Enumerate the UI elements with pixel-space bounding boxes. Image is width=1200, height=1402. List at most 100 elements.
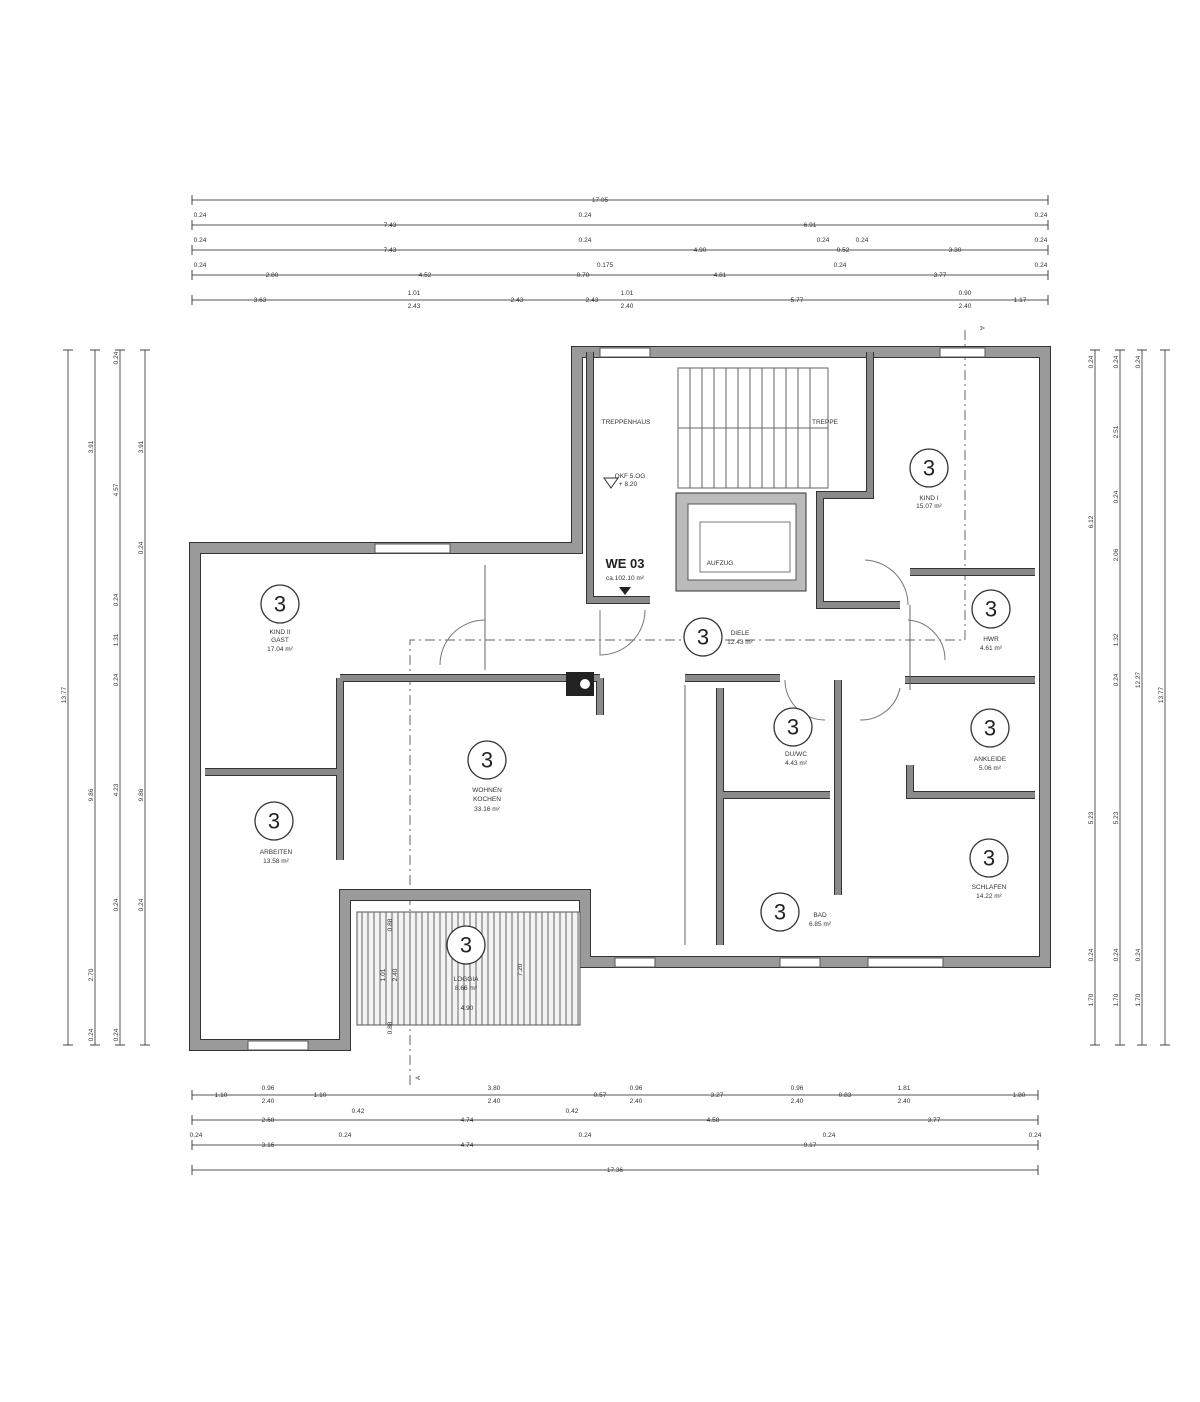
dimension-label: 1.81 <box>898 1085 911 1092</box>
dimension-label: 4.23 <box>113 783 120 796</box>
room-name: KIND I <box>919 495 938 502</box>
dimension-label: 0.24 <box>1113 355 1120 368</box>
stairwell-label: TREPPENHAUS <box>602 419 651 426</box>
dimension-label: 1.10 <box>314 1092 327 1099</box>
unit-label: WE 03 ca.102.10 m² <box>605 556 645 595</box>
room-name: SCHLAFEN <box>972 884 1007 891</box>
dimension-chain: 0.247.430.244.900.240.520.243.300.24 <box>191 237 1049 255</box>
room-area: 33.16 m² <box>474 806 500 813</box>
dimension-label: 5.23 <box>1088 811 1095 824</box>
dimension-label: 0.24 <box>1088 948 1095 961</box>
dimension-label: 1.70 <box>1088 993 1095 1006</box>
dimension-label: 6.12 <box>1088 515 1095 528</box>
room-area: 15.07 m² <box>916 503 942 510</box>
room-diele: 3 DIELE 12.43 m² <box>683 617 754 657</box>
dimension-label: 0.24 <box>138 898 145 911</box>
dimension-label: 9.86 <box>138 788 145 801</box>
dimension-label: 3.91 <box>88 440 95 453</box>
room-name: BAD <box>813 912 827 919</box>
dimension-chain: 17.05 <box>191 195 1049 205</box>
room-number: 3 <box>774 900 786 925</box>
dimension-label: 3.77 <box>934 272 947 279</box>
dimension-label: 1.01 <box>621 290 634 297</box>
room-name: DIELE <box>731 630 750 637</box>
room-hwr: 3 HWR 4.61 m² <box>971 589 1011 652</box>
dimension-chain: 0.242.510.242.061.320.245.230.241.70 <box>1113 349 1125 1046</box>
dimension-label: 0.96 <box>262 1085 275 1092</box>
stairs-label: TREPPE <box>812 419 839 426</box>
room-name: ARBEITEN <box>260 849 293 856</box>
dimension-label: 2.40 <box>262 1098 275 1105</box>
dimension-chains: 17.050.247.430.246.910.240.247.430.244.9… <box>61 195 1170 1175</box>
dimension-label: 4.90 <box>694 247 707 254</box>
dimension-label: 0.42 <box>352 1108 365 1115</box>
dimension-label: 0.24 <box>823 1132 836 1139</box>
dimension-label: 2.40 <box>791 1098 804 1105</box>
loggia-dim: 1.01 <box>380 968 387 981</box>
dimension-label: 0.24 <box>113 673 120 686</box>
dimension-label: 2.40 <box>959 303 972 310</box>
exterior-walls <box>189 346 1051 1051</box>
dimension-label: 0.24 <box>1029 1132 1042 1139</box>
dimension-label: 2.51 <box>1113 425 1120 438</box>
dimension-label: 5.77 <box>791 297 804 304</box>
dimension-label: 0.24 <box>579 212 592 219</box>
room-area: 14.22 m² <box>976 893 1002 900</box>
dimension-chain: 0.247.430.246.910.24 <box>191 212 1049 230</box>
dimension-label: 4.74 <box>461 1142 474 1149</box>
dimension-chain: 1.100.962.401.103.802.400.570.962.403.27… <box>191 1085 1039 1105</box>
dimension-label: 2.43 <box>408 303 421 310</box>
dimension-label: 0.52 <box>837 247 850 254</box>
elevator-label: AUFZUG <box>707 560 734 567</box>
room-area: 12.43 m² <box>727 639 753 646</box>
room-name: WOHNEN <box>472 787 502 794</box>
dimension-label: 0.70 <box>577 272 590 279</box>
doors <box>439 559 946 721</box>
room-number: 3 <box>460 933 472 958</box>
room-schlafen: 3 SCHLAFEN 14.22 m² <box>969 838 1009 900</box>
loggia-dim: 0.88 <box>387 1021 394 1034</box>
windows <box>247 347 986 1051</box>
dimension-label: 0.24 <box>579 1132 592 1139</box>
dimension-label: 12.27 <box>1135 671 1142 688</box>
dimension-label: 0.24 <box>138 541 145 554</box>
dimension-label: 0.57 <box>594 1092 607 1099</box>
dimension-label: 0.24 <box>113 1028 120 1041</box>
dimension-label: 1.32 <box>1113 633 1120 646</box>
dimension-chain: 13.77 <box>1158 349 1170 1046</box>
level-value: + 8.20 <box>619 481 638 488</box>
room-name: KIND II <box>270 629 291 636</box>
dimension-label: 0.24 <box>113 898 120 911</box>
dimension-label: 9.17 <box>804 1142 817 1149</box>
dimension-label: 2.40 <box>488 1098 501 1105</box>
dimension-label: 0.24 <box>113 351 120 364</box>
room-name: DU/WC <box>785 751 807 758</box>
stairs <box>677 367 829 489</box>
dimension-label: 0.24 <box>817 237 830 244</box>
dimension-label: 17.05 <box>592 197 609 204</box>
dimension-chain: 13.77 <box>61 349 73 1046</box>
dimension-label: 0.96 <box>791 1085 804 1092</box>
dimension-label: 0.24 <box>856 237 869 244</box>
room-name: LOGGIA <box>454 976 480 983</box>
room-wohnen-kochen: 3 WOHNEN KOCHEN 33.16 m² <box>467 740 507 813</box>
dimension-label: 0.24 <box>1113 490 1120 503</box>
room-name: GAST <box>271 637 289 644</box>
dimension-label: 0.96 <box>630 1085 643 1092</box>
room-kind-1: 3 KIND I 15.07 m² <box>909 448 949 510</box>
dimension-chain: 0.244.570.241.310.244.230.240.24 <box>113 349 125 1046</box>
dimension-label: 0.42 <box>566 1108 579 1115</box>
dimension-label: 0.24 <box>339 1132 352 1139</box>
level-marker: OKF 5.OG + 8.20 <box>603 473 645 489</box>
dimension-label: 2.06 <box>1113 548 1120 561</box>
room-area: 13.58 m² <box>263 858 289 865</box>
dimension-label: 2.80 <box>266 272 279 279</box>
room-area: 8.66 m² <box>455 985 478 992</box>
dimension-label: 4.74 <box>461 1117 474 1124</box>
